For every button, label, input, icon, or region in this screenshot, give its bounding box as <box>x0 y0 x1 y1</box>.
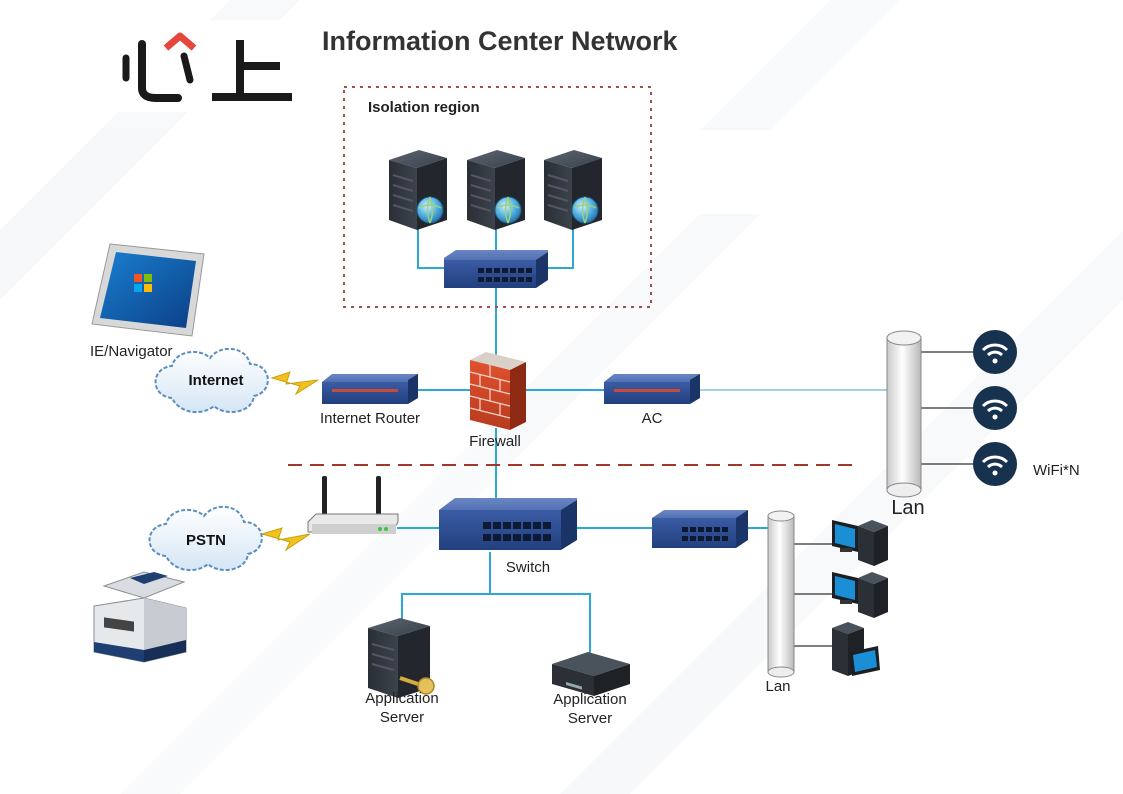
key-icon <box>399 676 435 695</box>
firewall[interactable] <box>469 352 526 430</box>
link-server1-isoswitch <box>417 225 444 269</box>
app-server-2-label-line1: Application <box>553 691 627 708</box>
lan-bus-wired <box>767 510 795 678</box>
wifi-count-label: WiFi*N <box>1033 462 1080 479</box>
application-server-1[interactable] <box>368 618 435 698</box>
tablet-device[interactable] <box>91 243 205 337</box>
link-server3-isoswitch <box>547 225 574 269</box>
page-title: Information Center Network <box>322 26 678 56</box>
lan-wired-label: Lan <box>765 678 791 695</box>
core-switch[interactable] <box>439 498 577 550</box>
isolation-region-border <box>343 86 652 308</box>
logo-text: 心上 <box>95 20 305 112</box>
workstation-3[interactable] <box>832 622 880 676</box>
ie-navigator-label: IE/Navigator <box>90 343 173 360</box>
application-server-2[interactable] <box>552 652 630 696</box>
windows-logo-icon <box>134 274 152 292</box>
brand-logo <box>95 20 305 112</box>
internet-router-label: Internet Router <box>319 410 421 427</box>
link-appserver2 <box>490 593 591 655</box>
isolation-region-label: Isolation region <box>368 99 480 116</box>
isolation-server-3[interactable] <box>544 150 602 230</box>
ac-controller[interactable] <box>604 374 700 404</box>
lightning-icon <box>270 371 319 396</box>
globe-icon <box>416 196 444 224</box>
ac-label: AC <box>641 410 663 427</box>
wifi-icon <box>973 442 1017 486</box>
workstation-1[interactable] <box>832 520 888 566</box>
isolation-switch[interactable] <box>444 250 548 288</box>
printer-icon[interactable] <box>93 571 187 663</box>
internet-cloud-label: Internet <box>188 372 244 389</box>
wifi-icon <box>973 386 1017 430</box>
globe-icon <box>494 196 522 224</box>
pstn-cloud-label: PSTN <box>185 532 227 549</box>
internet-router[interactable] <box>322 374 418 404</box>
link-appserver1 <box>401 593 490 625</box>
app-server-1-label-line2: Server <box>379 709 425 726</box>
lan-wifi-label: Lan <box>891 497 925 519</box>
logo-container: 心上 <box>95 20 305 112</box>
globe-icon <box>571 196 599 224</box>
wireless-router[interactable] <box>307 476 399 534</box>
switch-label: Switch <box>505 559 551 576</box>
app-server-1-label-line1: Application <box>365 690 439 707</box>
lan-bus-wifi <box>886 330 922 498</box>
firewall-label: Firewall <box>469 433 521 450</box>
workstation-2[interactable] <box>832 572 888 618</box>
isolation-server-2[interactable] <box>467 150 525 230</box>
access-switch[interactable] <box>652 510 748 548</box>
connection-lines <box>397 225 768 655</box>
pstn-cloud <box>148 506 263 572</box>
lightning-icon <box>260 527 311 552</box>
internet-cloud <box>154 348 269 414</box>
wifi-icon <box>973 330 1017 374</box>
lan-bus-links <box>793 351 975 647</box>
isolation-server-1[interactable] <box>389 150 447 230</box>
app-server-2-label-line2: Server <box>567 710 613 727</box>
